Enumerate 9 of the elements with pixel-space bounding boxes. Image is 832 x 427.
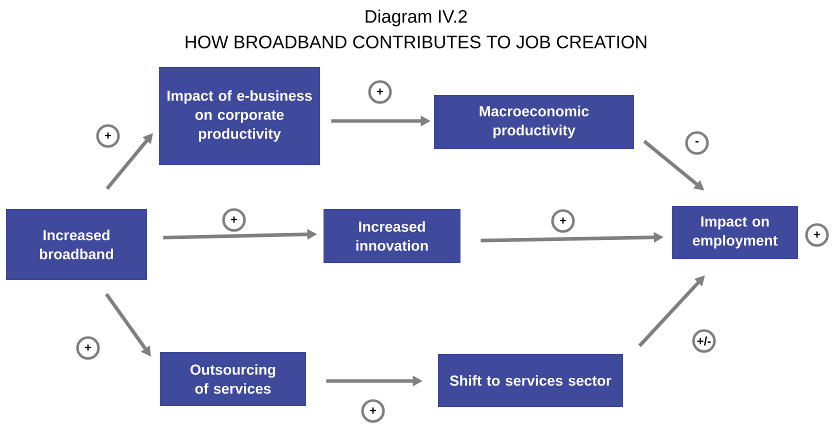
process-box: Impact on employment — [672, 206, 798, 259]
diagram-title: HOW BROADBAND CONTRIBUTES TO JOB CREATION — [186, 36, 646, 48]
process-box: Impact of e-business on corporate productivity — [159, 67, 320, 165]
process-box: Increased broadband — [6, 209, 147, 280]
process-box: Macroeconomic productivity — [434, 95, 634, 149]
process-box: Shift to services sector — [438, 354, 623, 407]
process-box: Increased innovation — [324, 209, 460, 263]
process-box: Outsourcing of services — [160, 352, 306, 406]
diagram-number: Diagram IV.2 — [366, 10, 467, 26]
